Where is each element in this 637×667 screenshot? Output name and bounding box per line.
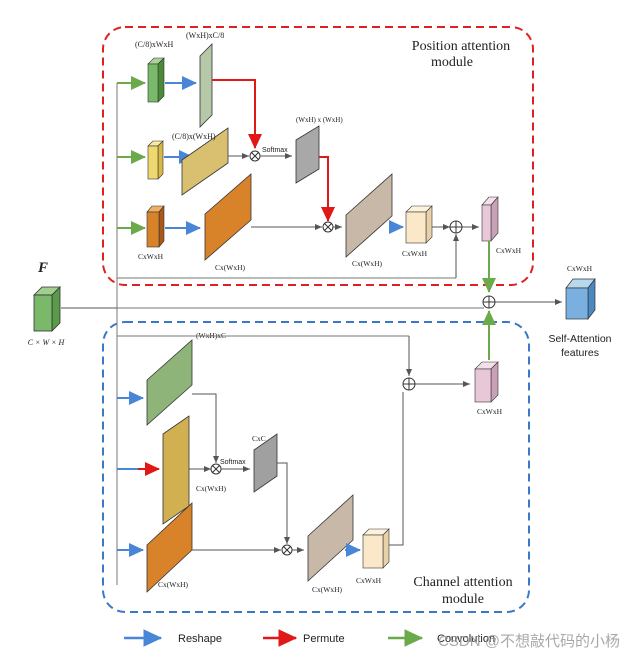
pam-query-block [147,57,165,103]
pam-key-reshaped [181,127,229,196]
input-cube [33,286,61,332]
pam-multiply-2 [322,221,334,233]
pam-value-reshaped [204,173,252,261]
cam-a-to-mult [192,393,219,463]
result-dim: CxWxH [567,264,593,273]
pam-value-reshaped-label: Cx(WxH) [215,263,245,272]
pam-permute-arrow-1 [212,79,262,149]
pam-query-dim: (C/8)xWxH [135,40,173,49]
cam-output-cube [474,361,499,403]
pam-multiply-1 [249,150,261,162]
channel-module-title-2: module [442,592,484,607]
cam-a-reshaped [146,339,193,426]
result-label-2: features [561,347,599,359]
input-dims: C × W × H [28,338,66,347]
cam-multiply-2 [281,544,293,556]
cam-b-label: Cx(WxH) [196,484,226,493]
pam-weighted-label: Cx(WxH) [352,259,382,268]
legend-conv-label: Convolution [437,633,495,645]
pam-query-reshaped-label: (WxH)xC/8 [186,31,224,40]
cam-weighted-cube [362,528,390,569]
pam-value-dim: CxWxH [138,252,164,261]
pam-softmax-label: Softmax [262,147,288,154]
pam-permute-arrow-2 [319,156,335,222]
cam-sum-node [402,377,416,391]
channel-module-title: Channel attention [413,575,512,590]
pam-weighted-cube [405,205,433,244]
cam-weighted-label: Cx(WxH) [312,585,342,594]
cam-map-to-mult [277,462,290,544]
cam-b-reshaped [162,415,190,525]
pam-attention-map-label: (WxH) x (WxH) [296,116,343,124]
position-module-title: Position attention [412,39,510,54]
cam-c-label: Cx(WxH) [158,580,188,589]
pam-value-block [146,205,165,248]
pam-weighted [345,173,393,258]
legend-permute-label: Permute [303,633,345,645]
pam-output-cube [481,196,499,242]
cam-attention-map-label: CxC [252,434,266,443]
result-label-1: Self-Attention [548,333,611,345]
pam-weighted-reshaped-label: CxWxH [402,249,428,258]
position-module-title-2: module [431,55,473,70]
pam-sum-node [449,220,463,234]
pam-output-label: CxWxH [496,246,522,255]
cam-attention-map [253,433,278,493]
pam-query-reshaped [199,43,213,128]
result-cube [565,277,596,321]
pam-attention-map [295,125,320,184]
pam-key-reshaped-label: (C/8)x(WxH) [172,132,216,141]
cam-softmax-label: Softmax [220,459,246,466]
watermark: CSDN @不想敲代码的小杨 [438,633,620,650]
position-module-border [102,26,534,286]
fusion-sum-node [482,295,496,309]
cam-weighted [307,494,354,582]
cam-weighted-reshaped-label: CxWxH [356,576,382,585]
cam-output-label: CxWxH [477,407,503,416]
pam-key-block [147,140,164,180]
input-symbol: F [37,260,48,276]
legend-reshape-label: Reshape [178,633,222,645]
channel-module-border [102,321,530,613]
cam-to-sum-line [389,392,404,546]
